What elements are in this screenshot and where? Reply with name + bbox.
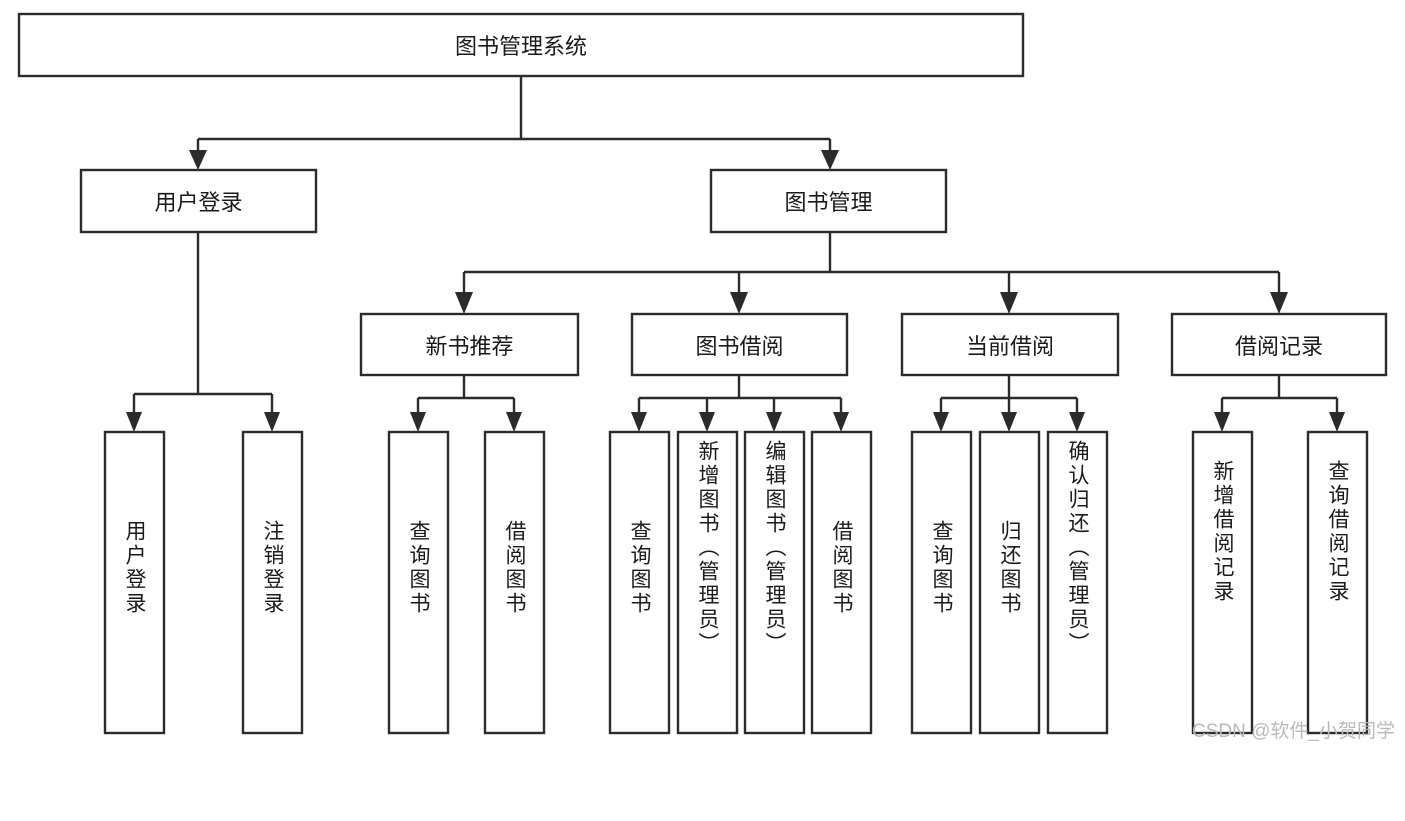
arrow-head-leaf-query-record <box>1329 412 1345 432</box>
node-borrow-record[interactable] <box>1170 312 1388 377</box>
node-user-login[interactable] <box>79 168 318 234</box>
arrow-head-new-book-rec <box>455 292 473 314</box>
arrow-head-leaf-query-book-1 <box>410 412 426 432</box>
node-leaf-confirm-return[interactable] <box>1046 430 1109 735</box>
arrow-head-leaf-query-book-2 <box>631 412 647 432</box>
node-leaf-query-book-3[interactable] <box>910 430 973 735</box>
node-current-borrow[interactable] <box>900 312 1120 377</box>
arrow-head-current-borrow <box>1000 292 1018 314</box>
arrow-head-leaf-logout <box>264 412 280 432</box>
arrow-head-borrow-record <box>1270 292 1288 314</box>
connector-book-borrow-to-leaves <box>631 375 849 432</box>
flowchart-svg <box>17 12 1388 735</box>
arrow-head-leaf-edit-book <box>766 412 782 432</box>
connector-book-manage-to-level3 <box>455 232 1288 314</box>
arrow-head-leaf-borrow-book-1 <box>506 412 522 432</box>
connector-new-book-rec-to-leaves <box>410 375 522 432</box>
node-leaf-user-login[interactable] <box>103 430 166 735</box>
node-book-borrow[interactable] <box>630 312 849 377</box>
connector-current-borrow-to-leaves <box>933 375 1085 432</box>
arrow-head-leaf-user-login <box>126 412 142 432</box>
arrow-head-leaf-return-book <box>1001 412 1017 432</box>
arrow-head-leaf-borrow-book-2 <box>833 412 849 432</box>
node-leaf-add-record[interactable] <box>1191 430 1254 735</box>
node-leaf-add-book[interactable] <box>676 430 739 735</box>
node-leaf-return-book[interactable] <box>978 430 1041 735</box>
arrow-head-leaf-query-book-3 <box>933 412 949 432</box>
arrow-head-leaf-add-book <box>699 412 715 432</box>
node-leaf-borrow-book-2[interactable] <box>810 430 873 735</box>
arrow-head-leaf-confirm-return <box>1069 412 1085 432</box>
arrow-head-book-borrow <box>730 292 748 314</box>
flowchart-canvas: 图书管理系统 用户登录 图书管理 新书推荐 图书借阅 当前借阅 借阅记录 用户登… <box>17 12 1395 742</box>
arrow-head-leaf-add-record <box>1214 412 1230 432</box>
node-leaf-borrow-book-1[interactable] <box>483 430 546 735</box>
connector-user-login-to-leaves <box>126 232 280 432</box>
node-book-manage[interactable] <box>709 168 948 234</box>
node-root[interactable] <box>17 12 1025 78</box>
node-leaf-query-book-2[interactable] <box>608 430 671 735</box>
node-leaf-query-book-1[interactable] <box>387 430 450 735</box>
arrow-head-user-login <box>189 150 207 170</box>
arrow-head-book-manage <box>821 150 839 170</box>
node-leaf-query-record[interactable] <box>1306 430 1369 735</box>
connector-root-to-level2 <box>189 76 839 170</box>
node-leaf-edit-book[interactable] <box>743 430 806 735</box>
connector-borrow-record-to-leaves <box>1214 375 1345 432</box>
node-leaf-logout[interactable] <box>241 430 304 735</box>
node-new-book-rec[interactable] <box>359 312 580 377</box>
